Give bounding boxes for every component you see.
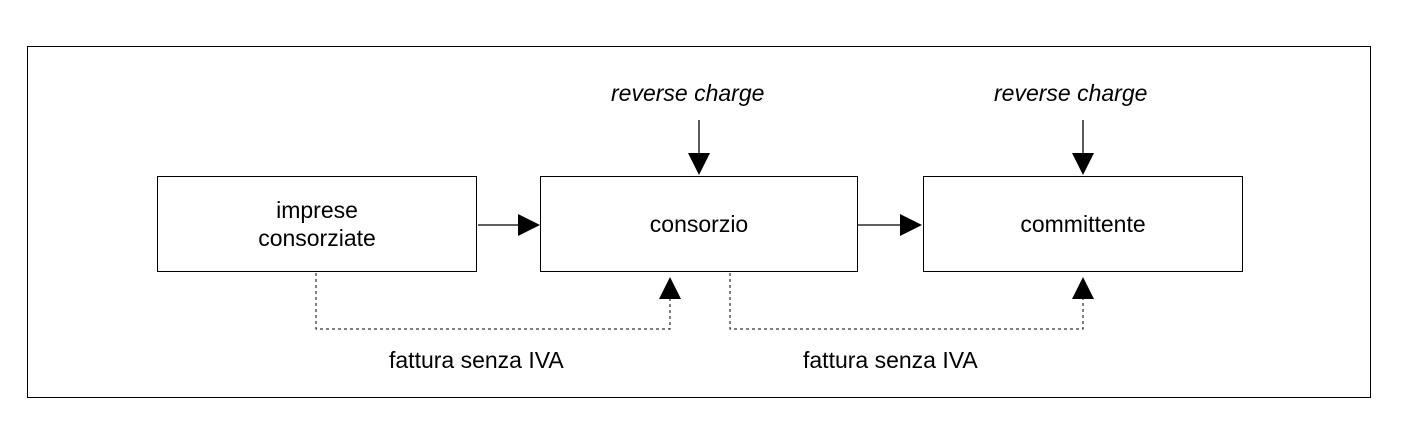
reverse-charge-label-committente: reverse charge	[994, 80, 1148, 106]
invoice-label-imprese-consorzio: fattura senza IVA	[389, 347, 564, 373]
invoice-label-consorzio-committente: fattura senza IVA	[803, 347, 978, 373]
node-imprese-consorziate: imprese consorziate	[157, 176, 477, 272]
arrow-imprese-to-consorzio	[478, 214, 540, 236]
node-label-imprese-consorziate: imprese consorziate	[258, 197, 376, 251]
dashed-invoice-imprese-to-consorzio	[315, 273, 681, 330]
arrow-reverse-charge-to-committente	[1072, 120, 1094, 175]
dashed-invoice-consorzio-to-committente	[729, 273, 1094, 330]
node-label-committente: committente	[1020, 211, 1146, 237]
diagram-frame	[27, 46, 1371, 398]
arrow-consorzio-to-committente	[858, 214, 922, 236]
node-label-consorzio: consorzio	[649, 211, 749, 237]
arrow-reverse-charge-to-consorzio	[688, 120, 710, 175]
reverse-charge-label-consorzio: reverse charge	[611, 80, 765, 106]
node-committente: committente	[923, 176, 1243, 272]
node-consorzio: consorzio	[540, 176, 858, 272]
